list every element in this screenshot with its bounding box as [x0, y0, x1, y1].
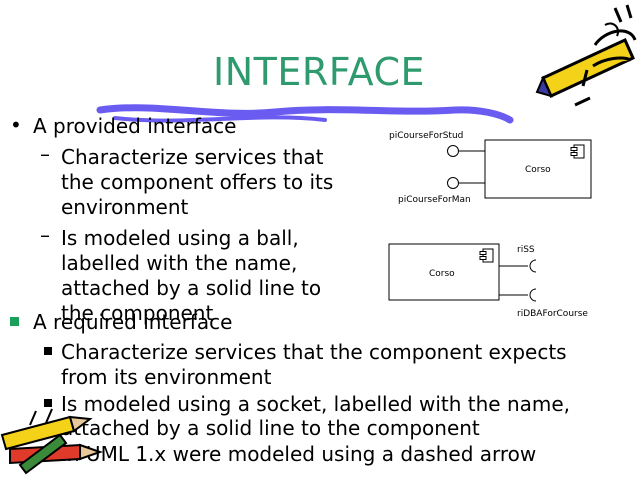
- required-sub1-line1: Characterize services that the component…: [61, 340, 567, 364]
- required-interface-diagram: Corso riSS riDBAForCourse: [388, 243, 588, 319]
- square-bullet-icon: [44, 399, 52, 407]
- provided-sub2-line3: attached by a solid line to: [61, 276, 322, 300]
- pencil-clipart-icon: [535, 4, 637, 107]
- required-sub2-line2: attached by a solid line to the componen…: [61, 416, 480, 440]
- provided-sub1-line1: Characterize services that: [61, 145, 324, 169]
- diagram-top-iface1-label: piCourseForStud: [389, 131, 463, 141]
- component-icon: [479, 248, 494, 263]
- diagram-bottom-iface2-label: riDBAForCourse: [517, 309, 588, 319]
- provided-sub2-line4: the component: [61, 301, 214, 325]
- required-sub2-line1: Is modeled using a socket, labelled with…: [61, 392, 571, 416]
- provided-sub2-line1: Is modeled using a ball,: [61, 226, 299, 250]
- title-underline-swoosh: [96, 104, 514, 124]
- socket-icon: [529, 288, 537, 302]
- ball-icon: [447, 177, 459, 189]
- provided-sub1-line2: the component offers to its: [61, 170, 334, 194]
- socket-icon: [529, 259, 537, 273]
- required-sub3: In UML 1.x were modeled using a dashed a…: [61, 442, 537, 466]
- diagram-top-component-label: Corso: [525, 165, 551, 175]
- dash-bullet-icon: –: [40, 142, 50, 166]
- slide-title: INTERFACE: [213, 50, 425, 94]
- component-icon: [570, 144, 585, 159]
- provided-interface-diagram: piCourseForStud piCourseForMan Corso: [389, 131, 592, 205]
- diagram-bottom-component-label: Corso: [429, 269, 455, 279]
- square-bullet-icon: [44, 347, 52, 355]
- diagram-top-iface2-label: piCourseForMan: [398, 195, 471, 205]
- ball-icon: [447, 145, 459, 157]
- diagram-bottom-iface1-label: riSS: [517, 245, 535, 255]
- required-sub1-line2: from its environment: [61, 365, 272, 389]
- bullet-dot-icon: •: [10, 113, 22, 137]
- provided-sub2-line2: labelled with the name,: [61, 251, 298, 275]
- required-heading: A required interface: [33, 310, 233, 334]
- dash-bullet-icon: –: [40, 223, 50, 247]
- pencils-clipart-icon: [0, 408, 104, 475]
- provided-sub1-line3: environment: [61, 195, 189, 219]
- provided-heading: A provided interface: [33, 114, 237, 138]
- green-square-bullet-icon: [10, 317, 19, 326]
